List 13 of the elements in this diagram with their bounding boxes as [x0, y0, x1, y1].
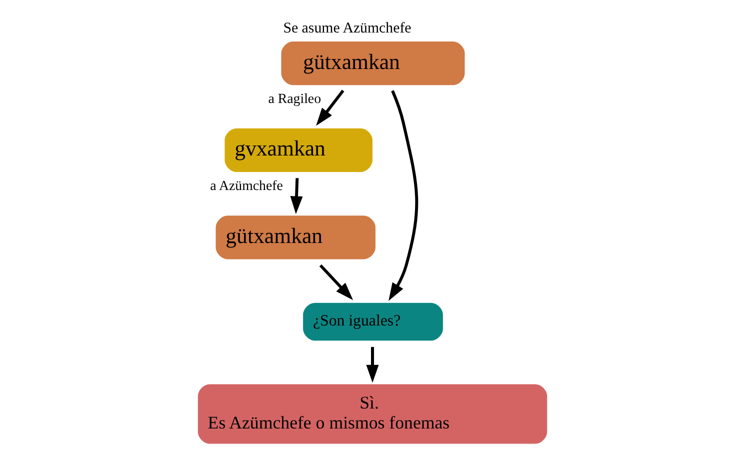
arrow — [366, 346, 379, 383]
node-box: ¿Son iguales? — [303, 302, 443, 341]
node-box: gvxamkan — [224, 128, 372, 172]
edge-label: a Ragileo — [268, 92, 322, 107]
arrow — [388, 90, 418, 301]
node-box: gütxamkan — [281, 42, 465, 86]
arrow — [316, 90, 344, 126]
node-box: gütxamkan — [216, 216, 376, 260]
node-label: Se asume Azümchefe — [283, 20, 412, 37]
arrow — [319, 264, 354, 300]
arrow — [290, 178, 303, 214]
edge-label: a Azümchefe — [210, 179, 283, 194]
node-box: Sì. Es Azümchefe o mismos fonemas — [198, 384, 548, 444]
